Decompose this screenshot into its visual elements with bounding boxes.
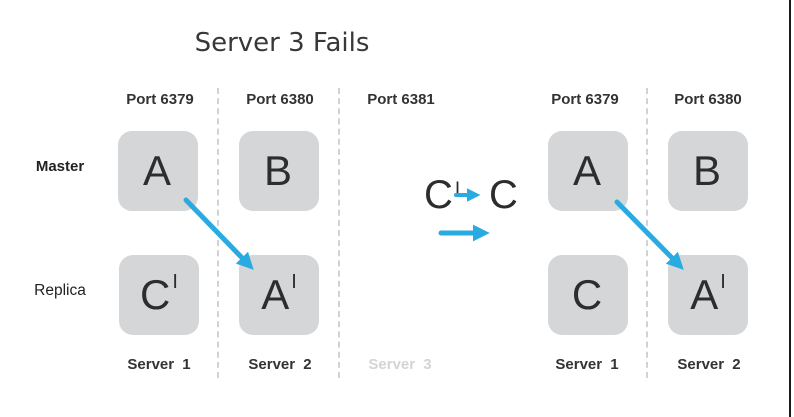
diagram-title: Server 3 Fails bbox=[194, 28, 370, 58]
server-label-left-1: Server 1 bbox=[127, 356, 191, 373]
node-left-master-b: B bbox=[239, 131, 319, 211]
node-letter: A bbox=[261, 271, 290, 318]
node-letter: B bbox=[263, 147, 292, 194]
port-label-left-6380: Port 6380 bbox=[246, 91, 314, 108]
port-label-left-6379: Port 6379 bbox=[126, 91, 194, 108]
transition-to-base: C bbox=[489, 173, 518, 217]
node-letter: C bbox=[140, 271, 171, 318]
server-label-right-2: Server 2 bbox=[677, 356, 741, 373]
row-label-replica: Replica bbox=[34, 282, 86, 299]
node-left-master-a: A bbox=[118, 131, 198, 211]
failover-arrow-right-icon bbox=[614, 199, 684, 270]
server-label-right-1: Server 1 bbox=[555, 356, 619, 373]
node-right-master-a: A bbox=[548, 131, 628, 211]
port-label-right-6380: Port 6380 bbox=[674, 91, 742, 108]
column-divider bbox=[217, 88, 219, 378]
column-divider bbox=[338, 88, 340, 378]
frame-border-right bbox=[789, 0, 791, 417]
transition-from-prime-mark: I bbox=[454, 179, 461, 200]
port-label-right-6379: Port 6379 bbox=[551, 91, 619, 108]
transition-from-base: C bbox=[424, 173, 453, 217]
server-label-left-3-failed: Server 3 bbox=[368, 356, 432, 373]
node-right-replica-c: C bbox=[548, 255, 628, 335]
row-label-master: Master bbox=[35, 158, 85, 175]
transition-to-label: C bbox=[489, 175, 518, 215]
node-letter: A bbox=[142, 147, 171, 194]
server-label-left-2: Server 2 bbox=[248, 356, 312, 373]
node-prime-mark: I bbox=[720, 271, 726, 293]
node-letter: B bbox=[692, 147, 721, 194]
node-prime-mark: I bbox=[291, 271, 297, 293]
node-prime-mark: I bbox=[172, 271, 178, 293]
node-letter: C bbox=[571, 271, 603, 318]
node-right-master-b: B bbox=[668, 131, 748, 211]
port-label-left-6381: Port 6381 bbox=[367, 91, 435, 108]
node-letter: A bbox=[572, 147, 601, 194]
node-letter: A bbox=[690, 271, 719, 318]
column-divider bbox=[646, 88, 648, 378]
